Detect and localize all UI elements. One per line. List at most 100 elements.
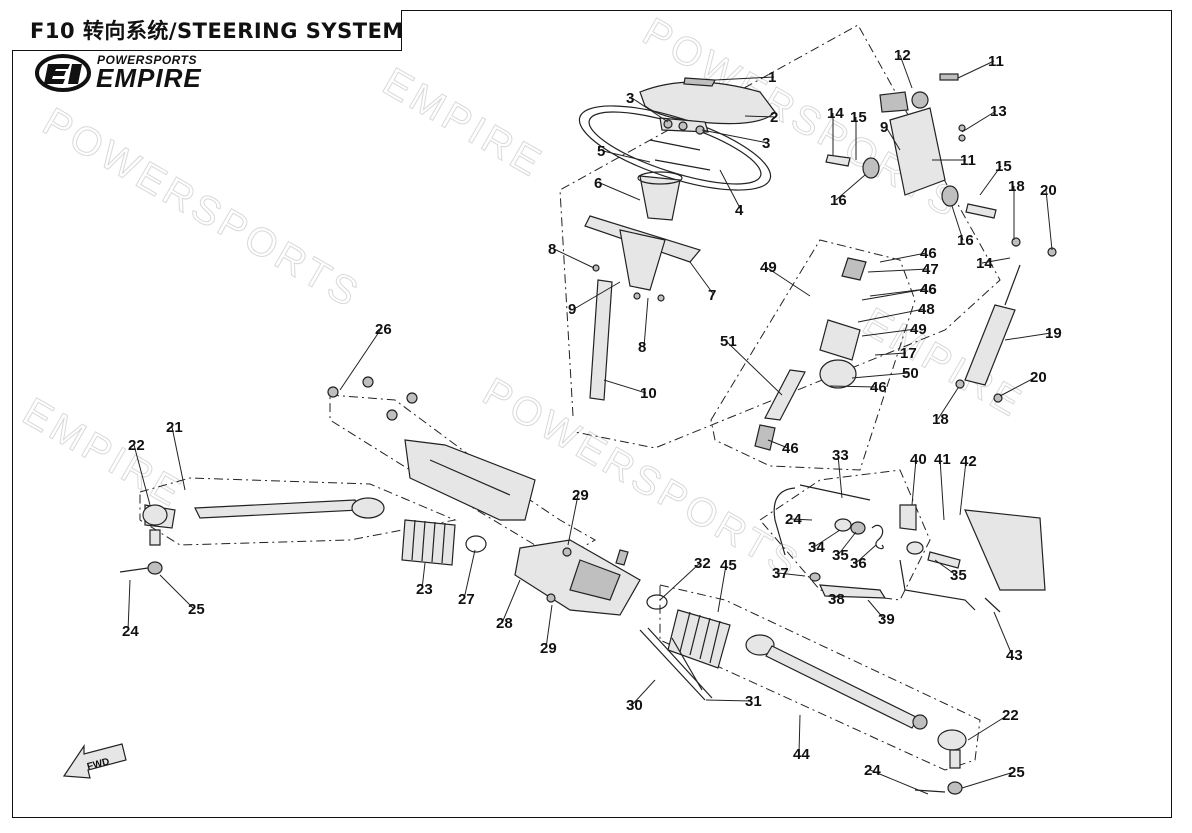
callout-leader — [127, 579, 131, 632]
callout-leader — [851, 372, 909, 379]
callout-number: 51 — [720, 333, 737, 350]
rack-mount-outline — [329, 394, 597, 561]
callout-number: 8 — [638, 339, 646, 356]
callout-leader — [717, 564, 727, 613]
callout-leader — [911, 458, 917, 506]
callout-leader — [959, 460, 967, 516]
callout-number: 33 — [832, 447, 849, 464]
callout-leader — [790, 518, 813, 521]
intermediate-shaft — [754, 257, 867, 451]
logo-tagline: POWERSPORTS — [97, 53, 197, 67]
callout-number: 36 — [850, 555, 867, 572]
steering-column-outline — [559, 24, 1001, 449]
horn-pad — [639, 77, 776, 125]
callout-leader — [767, 439, 789, 449]
callout-number: 14 — [976, 255, 993, 272]
mount-bolts — [639, 627, 713, 701]
callout-leader-lines — [127, 54, 1053, 795]
callout-leader — [501, 579, 521, 624]
callout-number: 7 — [708, 287, 716, 304]
callout-number: 35 — [832, 547, 849, 564]
callout-leader — [599, 182, 641, 201]
callout-leader — [553, 248, 595, 269]
callout-number: 18 — [932, 411, 949, 428]
callout-number: 18 — [1008, 178, 1025, 195]
callout-leader — [701, 129, 769, 144]
callout-number: 47 — [922, 261, 939, 278]
callout-leader — [835, 174, 866, 201]
callout-number: 32 — [694, 555, 711, 572]
callout-leader — [603, 379, 647, 394]
callout-number: 20 — [1030, 369, 1047, 386]
callout-number: 16 — [830, 192, 847, 209]
callout-number: 20 — [1040, 182, 1057, 199]
callout-number: 22 — [128, 437, 145, 454]
callout-leader — [937, 387, 959, 420]
callout-leader — [573, 281, 621, 310]
callout-number: 3 — [762, 135, 770, 152]
callout-leader — [719, 169, 742, 211]
callout-number: 40 — [910, 451, 927, 468]
callout-number: 25 — [1008, 764, 1025, 781]
callout-leader — [777, 572, 806, 577]
callout-leader — [885, 126, 901, 151]
column-cover — [584, 171, 702, 291]
watermark-text: POWERSPORTS — [36, 100, 369, 318]
callout-number: 42 — [960, 453, 977, 470]
callout-number: 24 — [122, 623, 139, 640]
callout-leader — [869, 769, 929, 795]
tilt-bracket — [825, 73, 997, 219]
callout-number: 44 — [793, 746, 810, 763]
callout-number: 46 — [870, 379, 887, 396]
callout-leader — [939, 458, 945, 521]
callout-number: 37 — [772, 565, 789, 582]
callout-number: 17 — [900, 345, 917, 362]
callout-number: 34 — [808, 539, 825, 556]
callout-number: 22 — [1002, 707, 1019, 724]
callout-leader — [861, 288, 927, 301]
callout-leader — [798, 714, 801, 755]
callout-leader — [602, 150, 651, 163]
callout-leader — [867, 599, 885, 620]
watermark-text: EMPIRE — [16, 390, 192, 517]
callout-leader — [705, 699, 752, 702]
gas-strut — [955, 237, 1057, 403]
callout-leader — [874, 352, 907, 356]
callout-leader — [833, 593, 841, 600]
callout-number: 29 — [572, 487, 589, 504]
callout-number: 12 — [894, 47, 911, 64]
callout-leader — [967, 714, 1009, 741]
callout-number: 46 — [920, 245, 937, 262]
callout-number: 31 — [745, 693, 762, 710]
callout-leader — [1004, 332, 1052, 341]
callout-number: 23 — [416, 581, 433, 598]
callout-leader — [765, 266, 811, 297]
callout-number: 2 — [770, 109, 778, 126]
callout-number: 19 — [1045, 325, 1062, 342]
right-tie-rod-outline — [659, 584, 981, 771]
callout-number: 46 — [920, 281, 937, 298]
steering-shaft — [589, 264, 665, 401]
title-box: F10 转向系统/STEERING SYSTEM — [12, 10, 403, 51]
callout-number: 46 — [782, 440, 799, 457]
linkage-assembly — [773, 484, 1046, 613]
diagram-frame — [12, 10, 1172, 818]
callout-number: 4 — [735, 202, 744, 219]
callout-number: 24 — [864, 762, 881, 779]
callout-number: 3 — [626, 90, 634, 107]
callout-number: 29 — [540, 640, 557, 657]
pedal-group-outline — [759, 469, 931, 601]
callout-leader — [867, 268, 929, 273]
callout-leader — [934, 559, 957, 576]
logo-wordmark: EMPIRE — [96, 63, 202, 93]
callout-number: 21 — [166, 419, 183, 436]
callout-number: 30 — [626, 697, 643, 714]
callout-leader — [837, 454, 843, 499]
callout-number: 43 — [1006, 647, 1023, 664]
callout-number: 9 — [880, 119, 888, 136]
callout-number: 41 — [934, 451, 951, 468]
callout-number: 10 — [640, 385, 657, 402]
callout-leader — [1045, 189, 1053, 251]
callout-leader — [631, 97, 669, 123]
